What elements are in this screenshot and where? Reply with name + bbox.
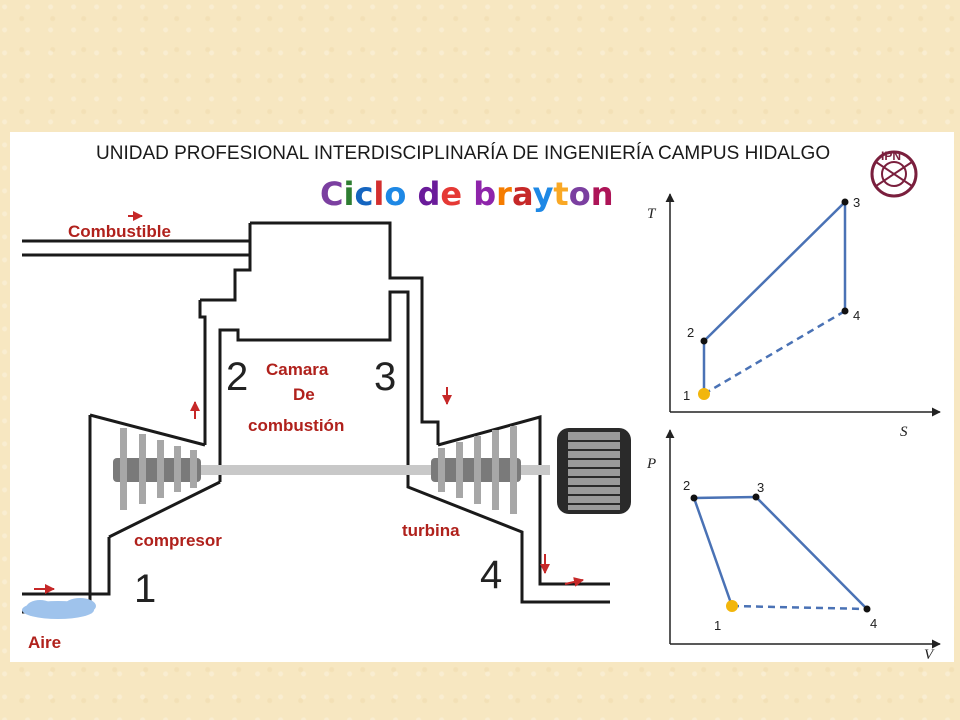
ts-label-3: 3 <box>853 195 860 210</box>
turbine-label: turbina <box>402 521 460 540</box>
exhaust-right-arrow-icon <box>564 577 584 587</box>
title-letter: n <box>591 175 614 213</box>
air-cloud <box>22 598 96 619</box>
chamber-label-line1: Camara <box>266 360 329 379</box>
title-letter: c <box>354 175 373 213</box>
ts-chart: T S 1 2 3 4 <box>647 193 941 440</box>
pv-label-4: 4 <box>870 616 877 631</box>
brayton-diagram: UNIDAD PROFESIONAL INTERDISCIPLINARÍA DE… <box>22 143 941 662</box>
pv-point-4 <box>863 605 871 613</box>
station-1-label: 1 <box>134 567 156 611</box>
station-4-label: 4 <box>480 553 502 597</box>
pv-point-1 <box>726 600 738 612</box>
pv-cycle-solid <box>692 495 868 610</box>
diagram-title: Ciclo de brayton <box>320 175 613 213</box>
title-letter: e <box>440 175 462 213</box>
title-letter: d <box>418 175 441 213</box>
title-letter <box>406 175 417 213</box>
pv-chart: P V 1 2 3 4 <box>646 429 941 662</box>
title-letter: b <box>473 175 496 213</box>
chamber-label-line3: combustión <box>248 416 344 435</box>
ts-label-4: 4 <box>853 308 860 323</box>
pv-label-3: 3 <box>757 480 764 495</box>
compressor-top-wall <box>89 413 206 447</box>
pv-label-2: 2 <box>683 478 690 493</box>
ts-point-1 <box>698 388 710 400</box>
compressor-bottom-wall <box>108 480 221 539</box>
generator <box>557 428 631 514</box>
compressor-rotor <box>113 428 201 510</box>
pv-point-3 <box>752 493 760 501</box>
title-letter: o <box>569 175 591 213</box>
pv-y-label: P <box>646 456 656 472</box>
logo-text: IPN <box>881 149 901 163</box>
title-letter <box>462 175 473 213</box>
shaft <box>200 465 550 475</box>
ts-label-1: 1 <box>683 388 690 403</box>
ts-cycle-dashed <box>703 309 846 396</box>
title-letter: r <box>496 175 512 213</box>
pv-label-1: 1 <box>714 618 721 633</box>
compressor-inlet-wall <box>22 415 92 614</box>
chamber-inner <box>218 290 410 445</box>
title-letter: i <box>343 175 354 213</box>
diagram-slide: UNIDAD PROFESIONAL INTERDISCIPLINARÍA DE… <box>10 132 954 662</box>
fuel-label: Combustible <box>68 222 171 241</box>
ts-x-label: S <box>900 424 908 440</box>
title-letter: l <box>373 175 384 213</box>
pv-point-2 <box>690 494 698 502</box>
title-letter: o <box>384 175 406 213</box>
exhaust-bottom <box>520 577 610 604</box>
turbine-rotor <box>431 426 521 514</box>
compressor-label: compresor <box>134 531 222 550</box>
ts-y-label: T <box>647 206 657 222</box>
exhaust-top <box>538 532 610 586</box>
title-letter: a <box>512 175 533 213</box>
flow-arrows <box>34 211 584 594</box>
ts-cycle-solid <box>702 199 847 394</box>
compressor-outlet-wall <box>198 300 207 445</box>
ts-point-3 <box>841 198 849 206</box>
pv-cycle-dashed <box>731 604 868 611</box>
chamber-label-line2: De <box>293 385 315 404</box>
ipn-logo: IPN <box>870 149 918 198</box>
title-letter: y <box>533 175 554 213</box>
ts-point-4 <box>841 307 849 315</box>
ts-point-2 <box>700 337 708 345</box>
title-letter: t <box>553 175 568 213</box>
institution-header: UNIDAD PROFESIONAL INTERDISCIPLINARÍA DE… <box>96 143 830 164</box>
turbine-top-wall <box>437 415 542 532</box>
station-3-label: 3 <box>374 355 396 399</box>
air-label: Aire <box>28 633 61 652</box>
station-2-label: 2 <box>226 355 248 399</box>
pv-x-label: V <box>924 647 935 662</box>
title-letter: C <box>320 175 343 213</box>
ts-label-2: 2 <box>687 325 694 340</box>
chamber-outer-right <box>250 221 440 445</box>
